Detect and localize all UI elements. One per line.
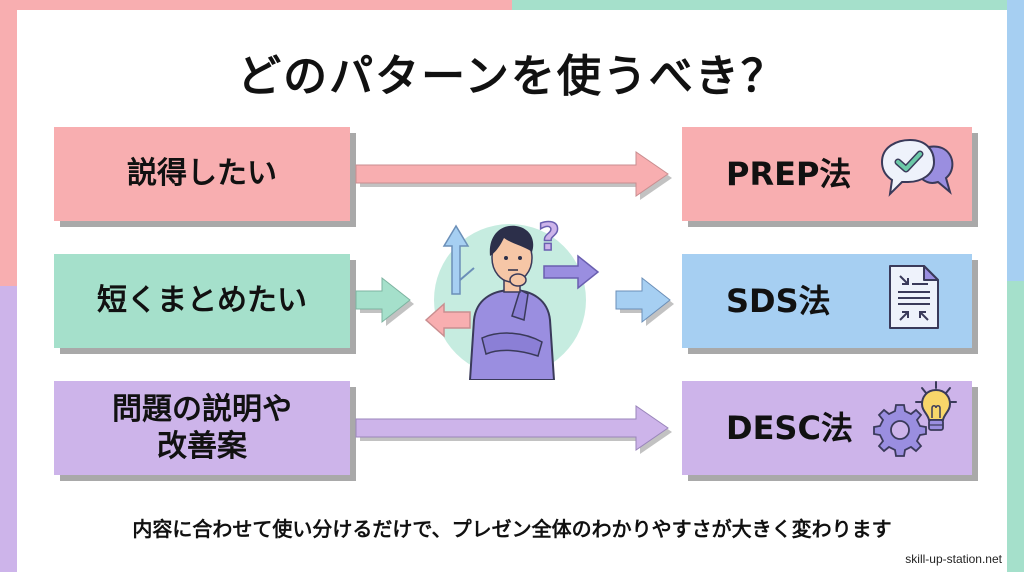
method-label: SDS法: [726, 282, 831, 320]
gear-lightbulb-icon: [872, 378, 964, 466]
arrow-persuade-to-prep: [355, 151, 672, 200]
arrow-center-to-sds: [615, 276, 674, 326]
frame-right-bottom: [1007, 281, 1024, 572]
situation-label: 問題の説明や 改善案: [112, 391, 292, 466]
footer-message: 内容に合わせて使い分けるだけで、プレゼン全体のわかりやすさが大きく変わります: [132, 517, 892, 541]
method-box-desc: DESC法: [682, 381, 972, 475]
frame-right-top: [1007, 0, 1024, 281]
frame-left-top: [0, 0, 17, 286]
situation-box-persuade: 説得したい: [54, 127, 350, 221]
method-box-prep: PREP法: [682, 127, 972, 221]
speech-bubbles-check-icon: [876, 136, 958, 212]
method-label: DESC法: [726, 409, 853, 447]
document-compress-icon: [886, 262, 942, 340]
method-box-sds: SDS法: [682, 254, 972, 348]
situation-label-line2: 改善案: [157, 429, 247, 464]
svg-text:?: ?: [538, 215, 560, 259]
thinking-person-icon: ?: [420, 210, 650, 381]
situation-box-problem: 問題の説明や 改善案: [54, 381, 350, 475]
page-title: どのパターンを使うべき？: [237, 51, 787, 102]
method-label: PREP法: [726, 155, 852, 193]
frame-top-right: [512, 0, 1024, 10]
frame-left-bottom: [0, 286, 17, 572]
arrow-problem-to-desc: [355, 405, 672, 454]
frame-top-left: [0, 0, 512, 10]
situation-box-summarize: 短くまとめたい: [54, 254, 350, 348]
arrow-summarize-to-center: [355, 276, 414, 326]
situation-label: 説得したい: [127, 156, 277, 192]
situation-label: 短くまとめたい: [97, 283, 307, 319]
situation-label-line1: 問題の説明や: [112, 391, 292, 427]
site-watermark: skill-up-station.net: [905, 552, 1002, 566]
